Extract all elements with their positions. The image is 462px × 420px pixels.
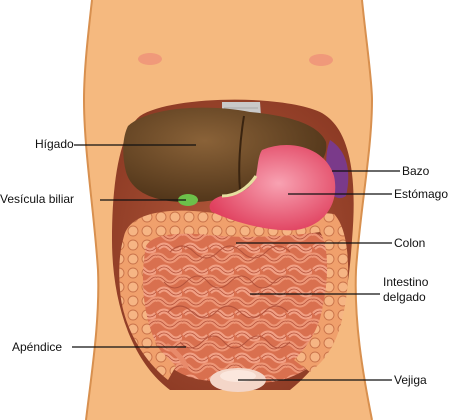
label-stomach: Estómago (394, 187, 449, 201)
label-colon: Colon (394, 236, 426, 250)
label-small-intestine-line2: delgado (383, 290, 426, 304)
gallbladder (178, 194, 198, 206)
label-gallbladder: Vesícula biliar (0, 192, 75, 206)
right-nipple-mark (309, 54, 333, 66)
label-liver: Hígado (35, 137, 74, 151)
small-intestine (142, 222, 341, 383)
label-bladder: Vejiga (394, 373, 427, 387)
stomach (209, 145, 336, 231)
label-small-intestine-line1: Intestino (383, 275, 429, 289)
leader-lines (72, 144, 400, 381)
label-spleen: Bazo (402, 164, 430, 178)
label-appendix: Apéndice (12, 340, 63, 354)
left-nipple-mark (138, 53, 162, 65)
colon (119, 210, 349, 380)
